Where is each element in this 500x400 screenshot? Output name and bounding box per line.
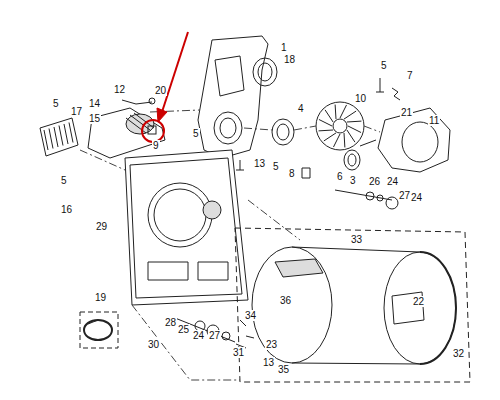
callout-number: 34 (244, 310, 257, 321)
hatch-stroke (344, 133, 346, 148)
hatch-stroke (64, 124, 68, 144)
callout-number: 16 (60, 204, 73, 215)
callout-number: 32 (452, 348, 465, 359)
callout-number: 29 (95, 221, 108, 232)
callout-number: 5 (380, 60, 388, 71)
callout-number: 14 (88, 98, 101, 109)
callout-number: 5 (272, 161, 280, 172)
hatch-stroke (348, 126, 361, 133)
callout-number: 25 (177, 324, 190, 335)
hatch-stroke (344, 111, 356, 119)
hatch-stroke (324, 133, 336, 141)
callout-number: 13 (253, 158, 266, 169)
callout-number: 3 (349, 175, 357, 186)
callout-number: 11 (428, 115, 440, 126)
hatch-stroke (319, 119, 332, 126)
callout-number: 4 (297, 103, 305, 114)
callout-number: 15 (88, 113, 101, 124)
callout-number: 26 (368, 176, 381, 187)
hatch-stroke (44, 130, 48, 150)
callout-number: 30 (147, 339, 160, 350)
callout-number: 5 (52, 98, 60, 109)
callout-number: 7 (406, 70, 414, 81)
callout-number: 5 (60, 175, 68, 186)
callout-number: 23 (265, 339, 278, 350)
hatch-stroke (59, 126, 63, 146)
hatch-stroke (333, 134, 340, 147)
callout-number: 12 (113, 84, 126, 95)
callout-number: 35 (277, 364, 290, 375)
hatch-stroke (340, 105, 347, 118)
hatch-stroke (49, 129, 53, 149)
callout-number: 22 (412, 296, 425, 307)
callout-number: 20 (154, 85, 167, 96)
hatch-stroke (319, 130, 334, 132)
callout-number: 8 (288, 168, 296, 179)
callout-number: 36 (279, 295, 292, 306)
callout-number: 24 (410, 192, 423, 203)
callout-number: 27 (208, 330, 221, 341)
hatch-stroke (347, 130, 355, 142)
callout-number: 31 (232, 347, 245, 358)
callout-number: 24 (386, 176, 399, 187)
callout-number: 17 (70, 106, 83, 117)
hatch-stroke (325, 110, 333, 122)
callout-number: 19 (94, 292, 107, 303)
callout-number: 5 (192, 128, 200, 139)
callout-number: 24 (192, 330, 205, 341)
hatch-stroke (347, 121, 362, 123)
callout-number: 10 (354, 93, 367, 104)
callout-number: 21 (400, 107, 413, 118)
callout-number: 18 (283, 54, 296, 65)
hatch-stroke (335, 105, 337, 120)
callout-number: 1 (280, 42, 288, 53)
callout-number: 28 (164, 317, 177, 328)
hatch-stroke (69, 123, 73, 143)
callout-number: 13 (262, 357, 275, 368)
callout-number: 9 (152, 140, 160, 151)
callout-number: 6 (336, 171, 344, 182)
hatch-stroke (54, 127, 58, 147)
callout-number: 33 (350, 234, 363, 245)
